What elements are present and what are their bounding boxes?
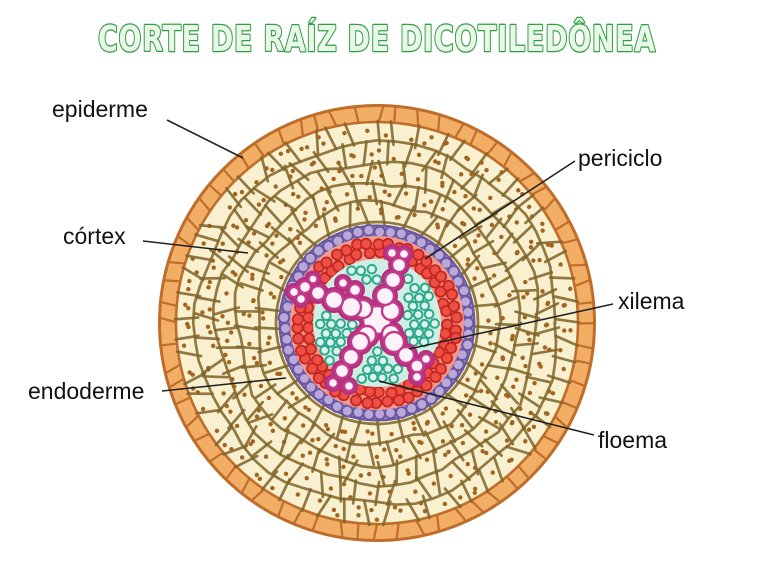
xylem-star — [285, 244, 435, 395]
label-epiderme: epiderme — [52, 96, 148, 122]
leader-line-endoderme — [161, 377, 287, 392]
leader-line-xilema — [408, 303, 614, 350]
label-endoderme: endoderme — [28, 378, 145, 404]
leader-lines — [142, 119, 614, 436]
page-title: CORTE DE RAÍZ DE DICOTILEDÔNEA — [98, 18, 656, 60]
label-periciclo: periciclo — [578, 145, 663, 171]
leader-line-epiderme — [166, 119, 244, 159]
leader-line-cortex — [142, 240, 249, 254]
leader-line-floema — [378, 380, 595, 436]
label-cortex: córtex — [63, 223, 126, 249]
label-xilema: xilema — [618, 288, 685, 314]
stele — [277, 223, 476, 422]
leader-line-periciclo — [424, 160, 576, 260]
label-floema: floema — [598, 427, 668, 453]
